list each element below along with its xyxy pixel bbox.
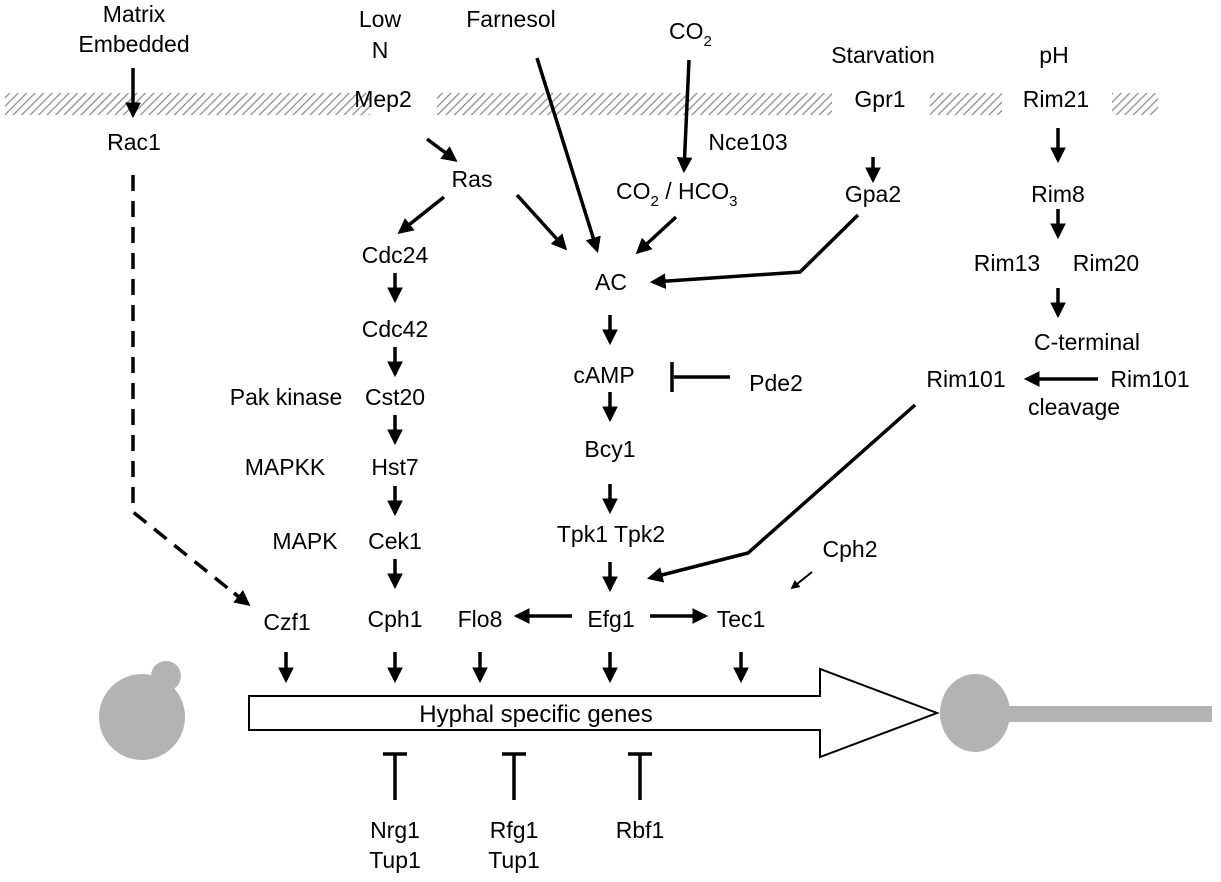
node-rim21: Rim21 [1023, 86, 1089, 112]
membrane-segment [5, 93, 370, 115]
node-rac1: Rac1 [107, 129, 161, 155]
node-mep2: Mep2 [354, 86, 412, 112]
node-rim101-full: Rim101 [1110, 366, 1189, 392]
repressor-tup1-b: Tup1 [488, 847, 540, 873]
repressor-tup1-a: Tup1 [369, 847, 421, 873]
signal-ph: pH [1039, 42, 1068, 68]
node-efg1: Efg1 [587, 606, 634, 632]
signal-low-n-line1: Low [359, 6, 402, 32]
label-pak-kinase: Pak kinase [230, 384, 343, 410]
signal-low-n-line2: N [372, 37, 389, 63]
signal-matrix-line1: Matrix [103, 1, 166, 27]
labels: Matrix Embedded Low N Farnesol CO2 Starv… [78, 1, 1189, 873]
signal-co2: CO2 [669, 18, 712, 50]
node-tpk1-tpk2: Tpk1 Tpk2 [557, 521, 665, 547]
label-cleavage: cleavage [1028, 394, 1120, 420]
node-tec1: Tec1 [717, 606, 766, 632]
repressor-nrg1: Nrg1 [370, 817, 420, 843]
node-nce103: Nce103 [708, 129, 787, 155]
hyphal-genes-arrow [248, 667, 940, 759]
node-cek1: Cek1 [368, 528, 422, 554]
node-gpa2: Gpa2 [845, 181, 901, 207]
node-cdc42: Cdc42 [362, 316, 428, 342]
membrane-segment [437, 93, 832, 115]
node-pde2: Pde2 [749, 370, 803, 396]
node-cdc24: Cdc24 [362, 242, 429, 268]
hyphal-cell-icon [940, 674, 1212, 752]
node-cph2: Cph2 [823, 536, 878, 562]
node-co2-hco3: CO2 / HCO3 [616, 178, 737, 210]
arrows [125, 57, 1098, 684]
node-rim20: Rim20 [1073, 250, 1139, 276]
node-camp: cAMP [573, 362, 634, 388]
node-gpr1: Gpr1 [854, 86, 905, 112]
membrane-segment [1112, 93, 1158, 115]
node-cph1: Cph1 [368, 606, 423, 632]
repressor-rfg1: Rfg1 [490, 817, 539, 843]
signal-starvation: Starvation [831, 42, 935, 68]
label-hyphal-specific-genes: Hyphal specific genes [419, 701, 652, 728]
node-rim8: Rim8 [1031, 181, 1085, 207]
cell-membrane [5, 93, 1158, 115]
label-mapkk: MAPKK [245, 454, 326, 480]
node-czf1: Czf1 [263, 609, 310, 635]
label-mapk: MAPK [272, 528, 338, 554]
node-bcy1: Bcy1 [584, 436, 635, 462]
membrane-segment [930, 93, 1002, 115]
label-c-terminal: C-terminal [1034, 329, 1140, 355]
node-hst7: Hst7 [371, 454, 418, 480]
node-ras: Ras [452, 166, 493, 192]
repressor-bars [383, 752, 652, 800]
signal-farnesol: Farnesol [466, 6, 555, 32]
node-cst20: Cst20 [365, 384, 425, 410]
repressor-rbf1: Rbf1 [616, 817, 665, 843]
yeast-cell-icon [99, 661, 185, 760]
node-ac: AC [595, 269, 627, 295]
node-rim101-active: Rim101 [926, 366, 1005, 392]
node-rim13: Rim13 [974, 250, 1040, 276]
node-flo8: Flo8 [458, 606, 503, 632]
signal-matrix-line2: Embedded [78, 31, 189, 57]
